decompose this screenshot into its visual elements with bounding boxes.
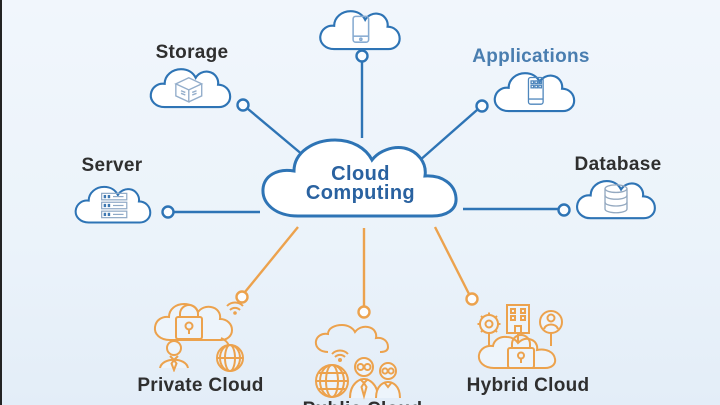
wifi-icon: [331, 349, 349, 362]
node-server-cloud: [74, 185, 152, 224]
database-label: Database: [574, 154, 662, 175]
gear-icon: [477, 312, 501, 348]
padlock-icon: [175, 304, 203, 340]
center-title: Cloud Computing: [254, 138, 467, 229]
server-rack-icon: [101, 192, 128, 219]
wifi-icon: [226, 301, 244, 315]
applications-label: Applications: [472, 46, 590, 67]
node-applications-cloud: [493, 72, 576, 113]
junction-storage: [236, 98, 250, 112]
private-cloud-label: Private Cloud: [137, 375, 264, 396]
person-right-icon: [375, 362, 401, 399]
public-cloud-icon: [314, 324, 401, 400]
private-cloud-icon: [153, 301, 244, 372]
admin-person-icon: [159, 340, 189, 372]
junction-server: [161, 205, 175, 219]
public-cloud-shape: [314, 324, 390, 353]
junction-public-cloud: [357, 305, 371, 319]
storage-label: Storage: [155, 42, 229, 63]
person-left-icon: [349, 357, 379, 400]
node-database-cloud: [576, 180, 656, 220]
storage-box-icon: [174, 77, 204, 104]
hybrid-cloud-label: Hybrid Cloud: [466, 375, 590, 396]
padlock-icon: [507, 334, 535, 369]
junction-applications: [475, 99, 489, 113]
line-hybrid-cloud: [433, 226, 471, 295]
globe-icon: [315, 364, 349, 398]
center-cloud-shape: [261, 138, 458, 218]
node-mobile-cloud: [319, 10, 401, 51]
database-cylinder-icon: [604, 184, 628, 214]
building-icon: [506, 304, 530, 346]
line-private-cloud: [244, 226, 299, 293]
apps-phone-icon: [527, 76, 544, 105]
server-label: Server: [81, 155, 143, 176]
hybrid-cloud-icon: [477, 304, 563, 369]
node-storage-cloud: [149, 68, 232, 109]
smartphone-icon: [352, 15, 370, 43]
orange-connectors: [235, 226, 479, 319]
center-title-line2: Computing: [305, 181, 416, 204]
center-title-line1: Cloud: [331, 162, 390, 185]
globe-icon: [216, 344, 244, 372]
person-badge-icon: [539, 310, 563, 346]
public-cloud-label: Public Cloud: [290, 399, 435, 405]
